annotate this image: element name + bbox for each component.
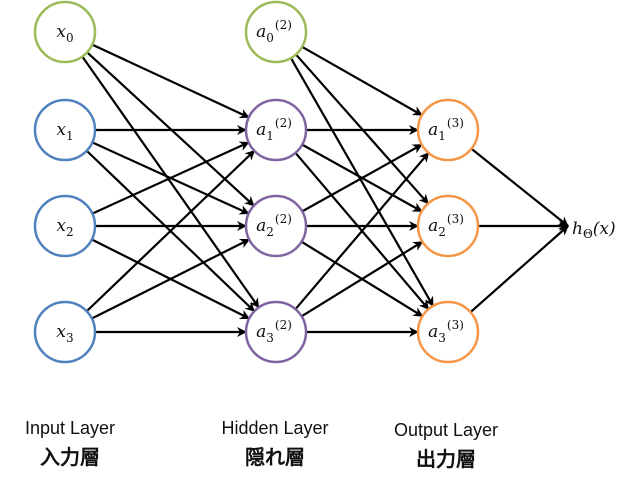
edges (81, 43, 569, 337)
edge-a3_2-a2_3 (300, 240, 424, 318)
node-label: a3(2) (256, 318, 292, 345)
edge-a0_2-a3_3 (289, 57, 435, 307)
edge-x0-a3_2 (81, 55, 260, 309)
node-circle (33, 194, 97, 258)
edge-x3-a1_2 (85, 149, 256, 313)
hypothesis-label: hΘ(x) (572, 219, 616, 241)
edge-a2_2-a1_3 (301, 143, 423, 213)
caption-hidden-ja: 隠れ層 (245, 447, 305, 469)
caption-output-layer: Output Layer 出力層 (376, 420, 516, 472)
node-label: a3(3) (428, 318, 464, 345)
edge-a3_2-a1_3 (294, 152, 430, 310)
node-a0_2: a0(2) (244, 0, 308, 64)
node-circle (416, 194, 480, 258)
caption-output-ja: 出力層 (416, 449, 476, 471)
node-label: x3 (56, 322, 73, 345)
edge-x3-a2_2 (91, 238, 251, 320)
node-circle (416, 98, 480, 162)
node-a2_2: a2(2) (244, 194, 308, 258)
node-x3: x3 (33, 300, 97, 364)
node-x2: x2 (33, 194, 97, 258)
node-circle (33, 300, 97, 364)
node-circle (244, 98, 308, 162)
caption-input-layer: Input Layer 入力層 (0, 418, 140, 470)
caption-hidden-en: Hidden Layer (221, 418, 329, 438)
node-a3_3: a3(3) (416, 300, 480, 364)
node-label: a0(2) (256, 18, 292, 45)
node-label: x0 (56, 22, 73, 45)
caption-output-en: Output Layer (393, 420, 499, 440)
node-circle (244, 194, 308, 258)
node-label: a2(2) (256, 212, 292, 239)
node-label: a2(3) (428, 212, 464, 239)
edge-x2-a1_2 (91, 141, 250, 215)
node-circle (416, 300, 480, 364)
node-a1_2: a1(2) (244, 98, 308, 162)
edge-a0_2-a1_3 (301, 45, 423, 117)
node-circle (244, 0, 308, 64)
node-a3_2: a3(2) (244, 300, 308, 364)
node-x0: x0 (33, 0, 97, 64)
node-circle (244, 300, 308, 364)
node-a2_3: a2(3) (416, 194, 480, 258)
node-circle (33, 0, 97, 64)
node-x1: x1 (33, 98, 97, 162)
caption-input-en: Input Layer (24, 418, 116, 438)
nodes: x0 x1 x2 x3 a0(2) a1(2) a2(2) a3(2) a1(3) a2(3) a3… (33, 0, 480, 364)
edge-a3_3-h (469, 225, 569, 313)
node-label: x1 (56, 120, 73, 143)
edge-a1_3-h (470, 147, 569, 227)
node-circle (33, 98, 97, 162)
node-a1_3: a1(3) (416, 98, 480, 162)
node-label: a1(3) (428, 116, 464, 143)
caption-hidden-layer: Hidden Layer 隠れ層 (205, 418, 345, 470)
edge-x0-a1_2 (91, 43, 250, 119)
caption-input-ja: 入力層 (40, 447, 100, 469)
node-label: a1(2) (256, 116, 292, 143)
node-label: x2 (56, 216, 73, 239)
